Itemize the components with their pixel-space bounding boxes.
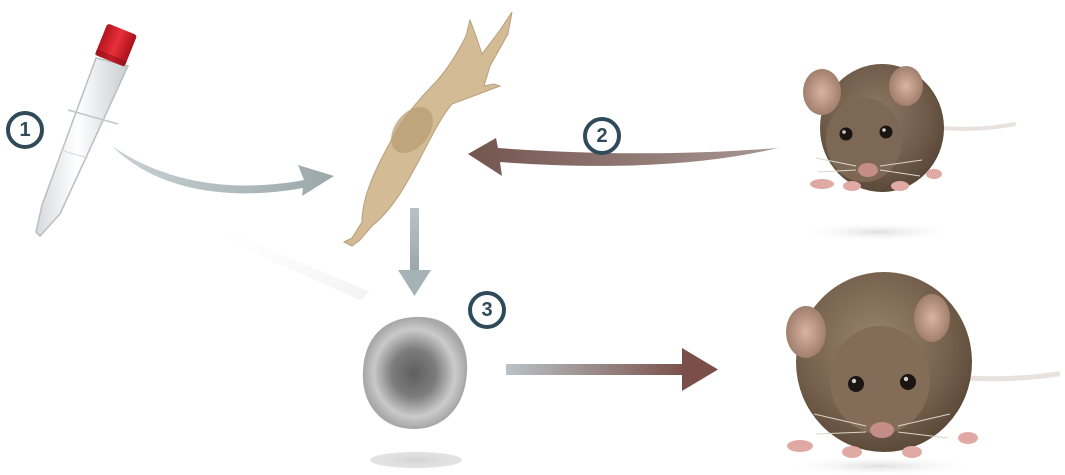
fibroblast-cell-icon: [344, 12, 512, 246]
arrow-round-cell-to-mouse: [506, 348, 718, 391]
step-3-badge: 3: [468, 291, 506, 329]
arrow-tube-to-cell: [112, 146, 334, 196]
arrow-cell-to-round-cell: [398, 208, 431, 296]
arrow-mouse-to-cell: [468, 138, 778, 176]
donor-mouse-icon: [798, 64, 1014, 242]
offspring-mouse-icon: [780, 272, 1058, 475]
step-1-badge: 1: [6, 111, 44, 149]
sample-tube-icon: [36, 23, 137, 236]
round-cell-icon: [364, 318, 468, 471]
step-2-badge: 2: [583, 117, 621, 155]
